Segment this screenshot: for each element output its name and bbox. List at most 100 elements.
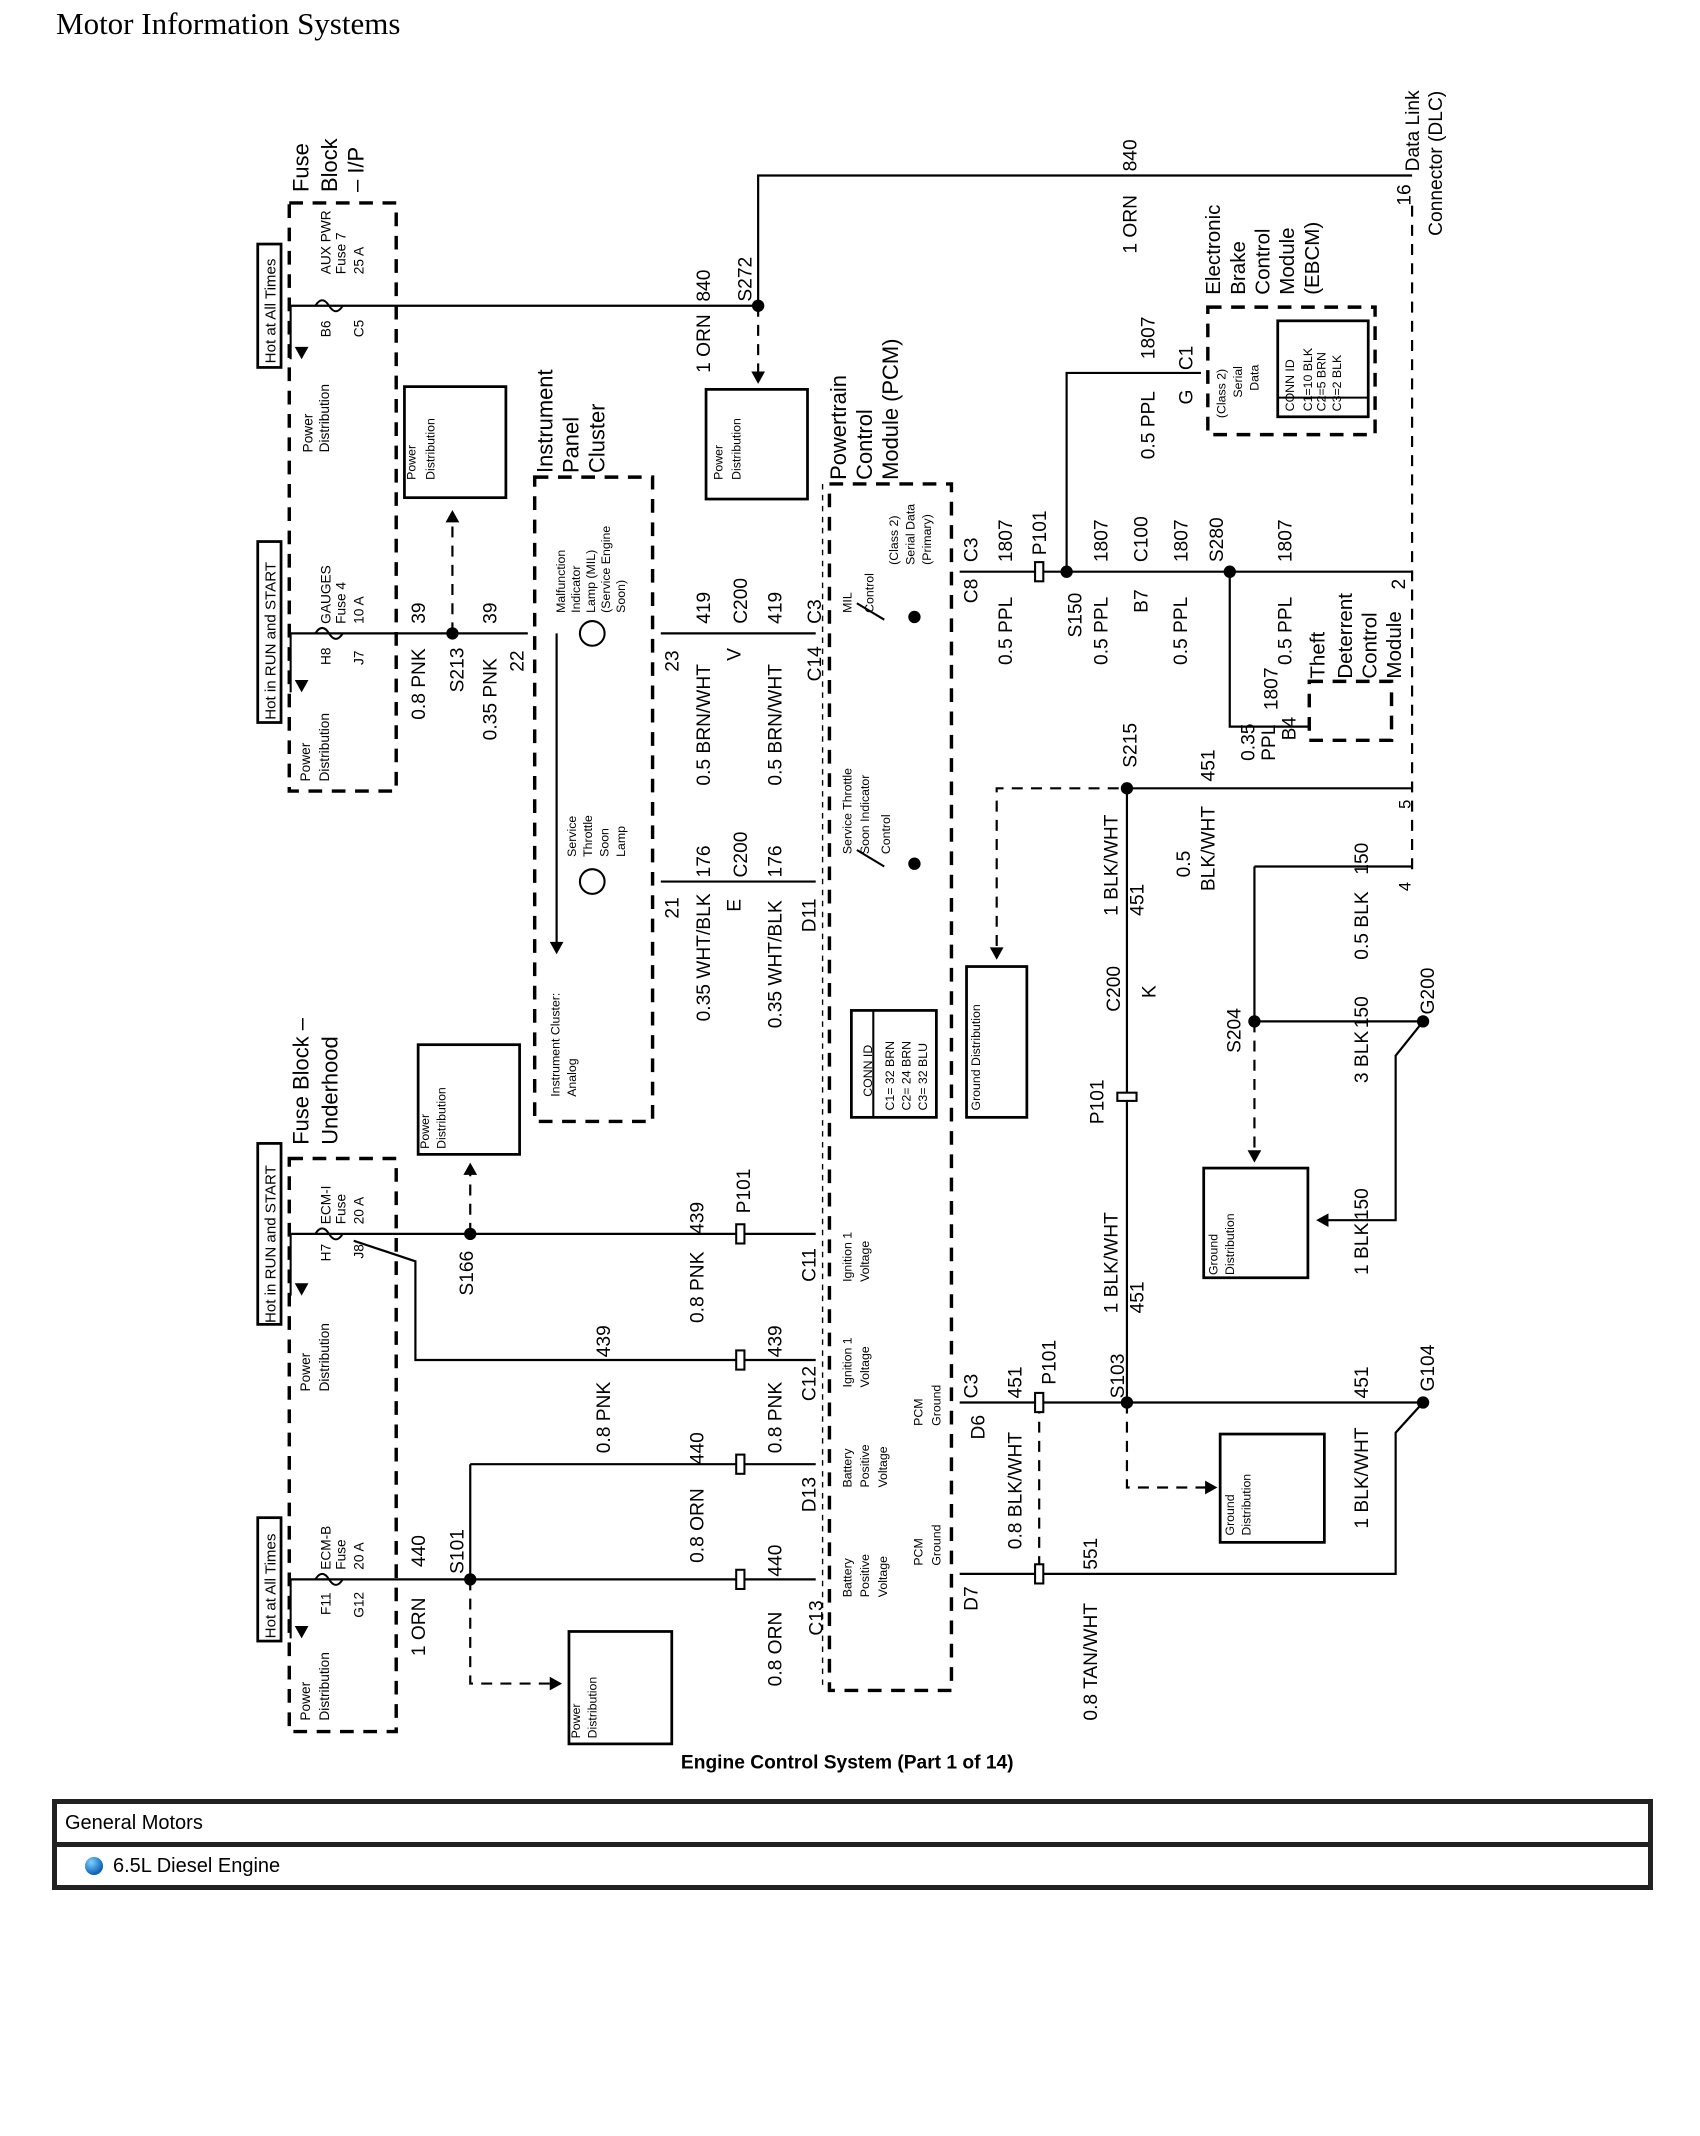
diagram-label: C13 bbox=[807, 1600, 828, 1635]
diagram-label: C100 bbox=[1132, 516, 1153, 562]
diagram-label: Ground Distribution bbox=[969, 1004, 983, 1110]
diagram-label: Electronic bbox=[1202, 205, 1225, 295]
diagram-label: C1= 32 BRN bbox=[883, 1041, 897, 1111]
diagram-label: 150 bbox=[1352, 996, 1373, 1028]
lamp-icon bbox=[578, 868, 606, 895]
diagram-label: C2=5 BRN bbox=[1315, 352, 1329, 411]
diagram-label: 439 bbox=[594, 1325, 615, 1357]
diagram-label: 440 bbox=[765, 1545, 786, 1577]
diagram-label: 0.8 BLK/WHT bbox=[1005, 1432, 1026, 1550]
splice-dot bbox=[1416, 1015, 1430, 1028]
diagram-label: 451 bbox=[1127, 884, 1148, 916]
diagram-label: V bbox=[724, 648, 745, 661]
diagram-label: P101 bbox=[734, 1169, 755, 1214]
diagram-label: Battery bbox=[840, 1448, 854, 1488]
diagram-label: Positive bbox=[858, 1554, 872, 1597]
diagram-label: 0.8 PNK bbox=[687, 1251, 708, 1323]
diagram-label: E bbox=[724, 899, 745, 912]
diagram-label: 0.5 PPL bbox=[1138, 391, 1159, 460]
arrow-icon bbox=[549, 1676, 563, 1691]
arrow-icon bbox=[751, 371, 765, 384]
diagram-label: 16 bbox=[1395, 184, 1416, 205]
diagram-label: C1 bbox=[1177, 346, 1198, 371]
engine-link[interactable]: 6.5L Diesel Engine bbox=[113, 1854, 281, 1877]
diagram-label: 176 bbox=[694, 845, 715, 877]
diagram-label: 0.5 BLK bbox=[1352, 891, 1373, 959]
diagram-label: Power bbox=[404, 445, 418, 480]
wire bbox=[1228, 571, 1310, 728]
diagram-label: Fuse bbox=[288, 143, 313, 192]
splice-dot bbox=[751, 299, 765, 312]
fuse-icon bbox=[314, 626, 344, 640]
engine-row[interactable]: 6.5L Diesel Engine bbox=[57, 1847, 1648, 1885]
diagram-label: F11 bbox=[318, 1592, 333, 1615]
diagram-label: C3 bbox=[962, 1374, 983, 1399]
diagram-label: Fuse 4 bbox=[333, 582, 348, 624]
diagram-label: 1807 bbox=[1138, 317, 1159, 360]
diagram-label: Control bbox=[852, 409, 877, 480]
inline-connector-icon bbox=[1034, 561, 1045, 583]
diagram-label: S213 bbox=[447, 648, 468, 693]
diagram-label: PCM bbox=[912, 1398, 926, 1425]
diagram-label: 150 bbox=[1352, 843, 1373, 875]
diagram-label: 1807 bbox=[1262, 667, 1283, 710]
diagram-label: 0.5 PPL bbox=[1092, 596, 1113, 665]
diagram-label: (Class 2) bbox=[887, 516, 901, 565]
diagram-label: C2= 24 BRN bbox=[899, 1041, 913, 1111]
diagram-label: Distribution bbox=[424, 418, 438, 480]
diagram-label: Voltage bbox=[858, 1241, 872, 1282]
component-box bbox=[416, 1043, 521, 1156]
diagram-label: 1807 bbox=[1171, 519, 1192, 562]
diagram-label: G12 bbox=[351, 1592, 366, 1618]
component-box bbox=[256, 242, 283, 369]
component-box bbox=[256, 1142, 283, 1326]
component-box bbox=[1218, 1432, 1326, 1544]
diagram-label: Brake bbox=[1227, 241, 1250, 295]
diagram-label: 25 A bbox=[351, 246, 366, 274]
diagram-label: Theft bbox=[1306, 632, 1329, 679]
page-header-title: Motor Information Systems bbox=[56, 6, 401, 41]
diagram-label: Soon) bbox=[614, 580, 628, 613]
inline-connector-icon bbox=[1116, 1091, 1138, 1102]
diagram-label: Instrument Cluster: bbox=[548, 993, 562, 1097]
vehicle-info-table: General Motors 6.5L Diesel Engine bbox=[52, 1799, 1653, 1890]
diagram-label: 1807 bbox=[996, 519, 1017, 562]
diagram-label: PCM bbox=[912, 1538, 926, 1565]
diagram-label: Voltage bbox=[876, 1446, 890, 1487]
component-box bbox=[567, 1630, 674, 1746]
diagram-label: C14 bbox=[805, 646, 826, 682]
module-outline bbox=[1307, 679, 1394, 743]
splice-dot bbox=[1223, 565, 1236, 578]
diagram-label: Distribution bbox=[1239, 1474, 1253, 1536]
diagram-label: Distribution bbox=[585, 1677, 599, 1739]
diagram-label: Indicator bbox=[569, 566, 583, 613]
diagram-label: Powertrain bbox=[826, 375, 851, 480]
diagram-label: ECM-B bbox=[318, 1526, 333, 1570]
diagram-label: C5 bbox=[351, 319, 366, 337]
dashed-wire bbox=[1125, 1402, 1207, 1489]
inline-connector-icon bbox=[735, 1349, 746, 1371]
arrow-icon bbox=[445, 510, 460, 523]
diagram-label: 451 bbox=[1005, 1366, 1026, 1398]
diagram-label: 0.8 PNK bbox=[594, 1382, 615, 1454]
diagram-label: Voltage bbox=[876, 1556, 890, 1597]
diagram-label: 451 bbox=[1127, 1281, 1148, 1313]
diagram-label: 439 bbox=[687, 1202, 708, 1234]
wire bbox=[1318, 1020, 1424, 1222]
diagram-label: 22 bbox=[508, 650, 529, 671]
splice-dot bbox=[1120, 1396, 1134, 1409]
diagram-label: 23 bbox=[663, 650, 684, 671]
diagram-label: 840 bbox=[694, 270, 715, 302]
component-box bbox=[256, 1516, 283, 1643]
diagram-label: 0.8 TAN/WHT bbox=[1081, 1603, 1102, 1721]
diagram-label: Ground bbox=[929, 1524, 943, 1565]
diagram-label: (Class 2) bbox=[1215, 369, 1229, 418]
diagram-label: Fuse Block – bbox=[288, 1017, 313, 1145]
diagram-label: Battery bbox=[840, 1557, 854, 1597]
diagram-label: C1=10 BLK bbox=[1301, 347, 1315, 411]
splice-dot bbox=[464, 1573, 477, 1586]
ground-icon bbox=[908, 610, 921, 624]
diagram-label: Data Link bbox=[1403, 90, 1424, 171]
diagram-label: 1 BLK/WHT bbox=[1101, 814, 1122, 916]
diagram-label: 0.8 PNK bbox=[409, 648, 430, 720]
